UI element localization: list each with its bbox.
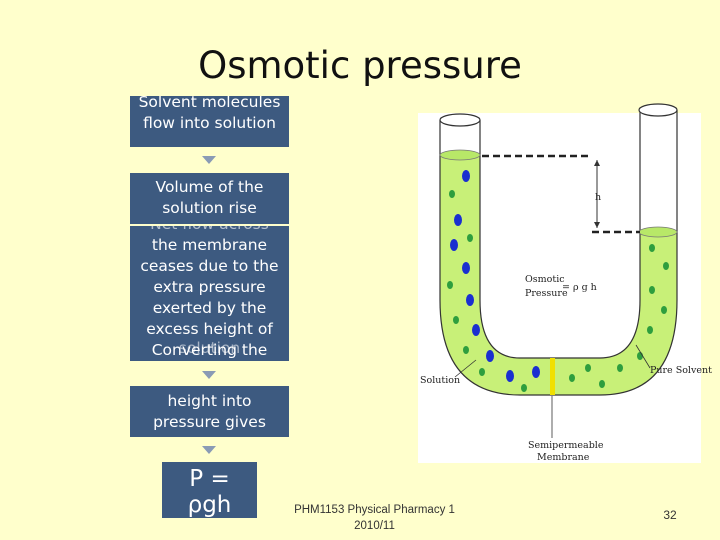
pure-solvent-pointer	[635, 344, 651, 369]
flow-step-height-to-pressure: height into pressure gives	[130, 386, 289, 437]
u-tube-inner-wall	[479, 110, 641, 359]
footer-course: PHM1153 Physical Pharmacy 1 2010/11	[282, 502, 467, 534]
flow-step-overlap-text: Net flow across	[134, 226, 285, 235]
solution-pointer	[454, 359, 477, 378]
flow-step-tail-b: solution	[178, 339, 241, 357]
flow-arrow-1	[202, 156, 216, 164]
flow-step-volume-rise: Volume of the solution rise	[130, 173, 289, 224]
formula-text: P = ρgh	[187, 466, 232, 518]
left-liquid-surface	[439, 149, 481, 161]
height-label: h	[595, 192, 601, 203]
slide-title: Osmotic pressure	[198, 44, 522, 87]
semipermeable-membrane	[550, 358, 555, 395]
membrane-label-line1: Semipermeable	[528, 440, 604, 451]
page-number: 32	[663, 508, 677, 522]
osmotic-label-line2: Pressure	[525, 288, 568, 299]
footer-course-line1: PHM1153 Physical Pharmacy 1	[294, 504, 455, 516]
solute-molecules	[447, 170, 669, 392]
osmotic-label-line1: Osmotic	[525, 274, 565, 285]
flow-step-formula: P = ρgh	[162, 462, 257, 518]
osmotic-equation: = ρ g h	[562, 282, 597, 293]
pure-solvent-label: Pure Solvent	[650, 365, 712, 376]
footer-course-line2: 2010/11	[354, 520, 395, 532]
height-arrow-head-bottom	[594, 222, 600, 228]
flow-step-text: Volume of the solution rise	[155, 178, 264, 217]
flow-step-solvent-flow: Solvent molecules flow into solution	[130, 96, 289, 147]
flow-step-text: Solvent molecules flow into solution	[138, 96, 281, 132]
flow-step-text: height into pressure gives	[153, 392, 266, 431]
flow-step-text: the membrane ceases due to the extra pre…	[140, 236, 279, 338]
right-liquid-surface	[638, 226, 678, 238]
membrane-label-line2: Membrane	[537, 452, 590, 463]
flow-arrow-3	[202, 446, 216, 454]
solution-label: Solution	[420, 375, 460, 386]
u-tube-outer-wall	[439, 110, 678, 396]
flow-arrow-2	[202, 371, 216, 379]
right-tube-opening	[638, 103, 678, 117]
left-tube-opening	[439, 113, 481, 127]
flow-step-tail-a: Converting the	[151, 341, 268, 359]
height-arrow-head-top	[594, 160, 600, 166]
flow-step-net-flow-ceases: Net flow across the membrane ceases due …	[130, 226, 289, 361]
